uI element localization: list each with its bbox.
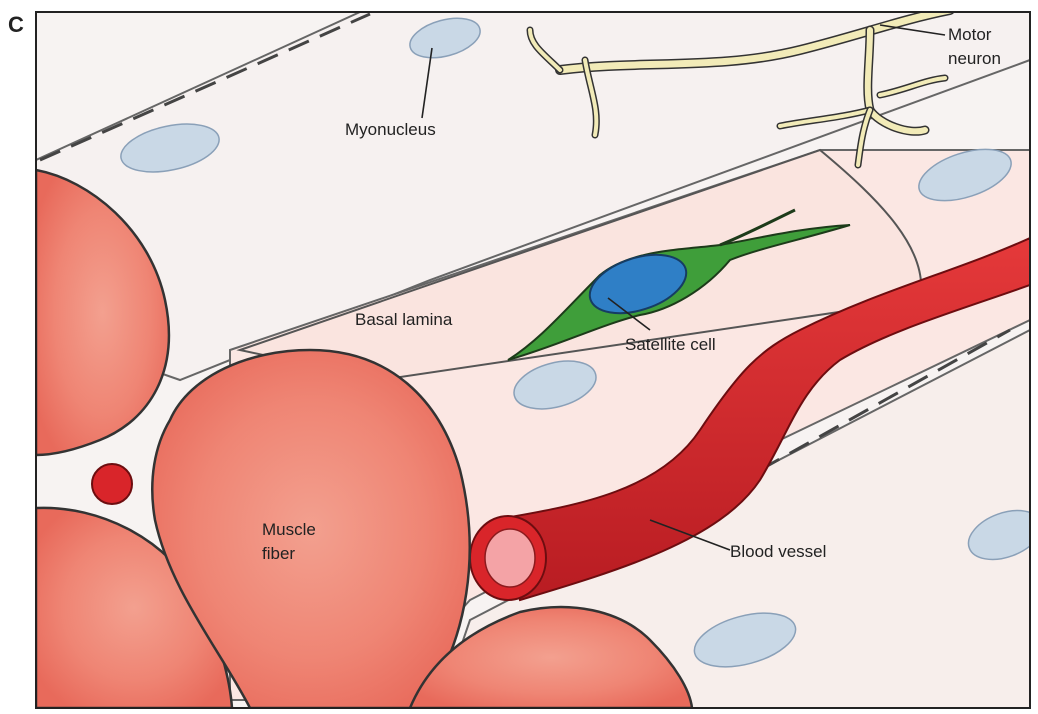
label-blood-vessel: Blood vessel <box>730 542 826 561</box>
label-motor-neuron-1: Motor <box>948 25 992 44</box>
label-satellite-cell: Satellite cell <box>625 335 716 354</box>
label-muscle-fiber-1: Muscle <box>262 520 316 539</box>
label-basal-lamina: Basal lamina <box>355 310 453 329</box>
label-muscle-fiber-2: fiber <box>262 544 295 563</box>
capillary-icon <box>92 464 132 504</box>
label-myonucleus: Myonucleus <box>345 120 436 139</box>
blood-vessel-lumen <box>485 529 535 587</box>
label-motor-neuron-2: neuron <box>948 49 1001 68</box>
